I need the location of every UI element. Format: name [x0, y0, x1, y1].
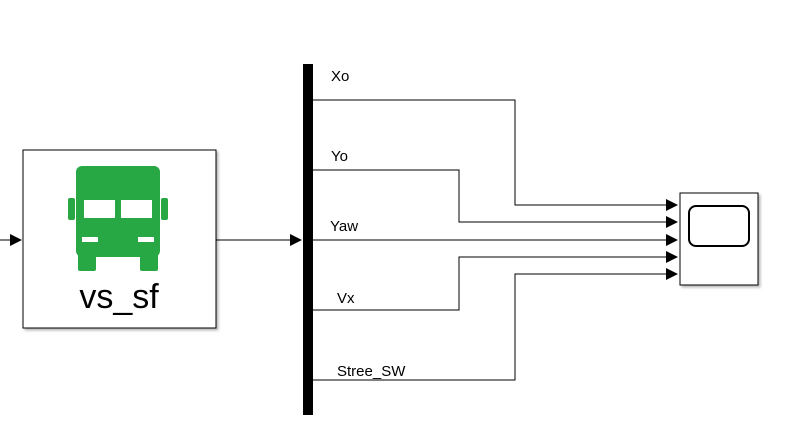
scope-screen-icon — [688, 205, 750, 247]
signal-line-vx[interactable] — [313, 251, 678, 311]
truck-left-mirror — [68, 198, 75, 220]
signal-line-stree-sw[interactable] — [313, 268, 678, 381]
truck-body — [76, 166, 160, 257]
truck-left-window — [84, 200, 115, 218]
truck-right-window — [121, 200, 152, 218]
truck-icon — [68, 166, 168, 271]
vehicle-block-label: vs_sf — [79, 278, 159, 316]
input-signal-line[interactable] — [0, 234, 22, 246]
signal-line-xo[interactable] — [313, 99, 678, 211]
truck-left-light — [82, 237, 98, 242]
vehicle-block[interactable]: vs_sf — [22, 149, 217, 329]
truck-right-wheel — [140, 252, 158, 271]
signal-label-yaw: Yaw — [330, 218, 358, 235]
truck-right-mirror — [161, 198, 168, 220]
bus-selector-bar[interactable] — [303, 64, 313, 415]
signal-line-yaw[interactable] — [313, 234, 678, 246]
signal-line-yo[interactable] — [313, 169, 678, 228]
truck-left-wheel — [78, 252, 96, 271]
truck-right-light — [138, 237, 154, 242]
signal-label-xo: Xo — [331, 68, 349, 85]
bus-signal-line[interactable] — [216, 234, 302, 246]
signal-label-stree-sw: Stree_SW — [337, 363, 406, 380]
signal-label-vx: Vx — [337, 290, 355, 307]
scope-block[interactable] — [679, 192, 759, 286]
signal-label-yo: Yo — [331, 148, 348, 165]
